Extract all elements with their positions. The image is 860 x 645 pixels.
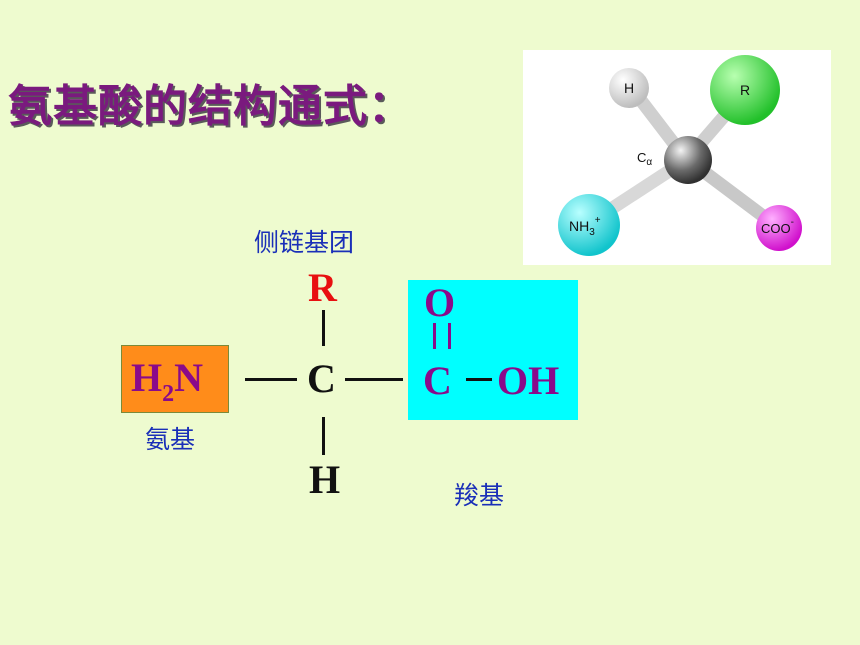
amino-group-formula: H2N bbox=[131, 355, 204, 407]
r-group: R bbox=[308, 265, 337, 310]
carboxylate-sphere bbox=[756, 205, 802, 251]
bond-c-oh bbox=[466, 378, 492, 381]
ball-stick-model: H R Cα NH3+ COO- bbox=[523, 50, 831, 265]
amino-group-box bbox=[121, 345, 229, 413]
r-group-sphere bbox=[710, 55, 780, 125]
carboxyl-group-box bbox=[408, 280, 578, 420]
bond-r-c bbox=[322, 310, 325, 346]
bond-n-c bbox=[245, 378, 297, 381]
bond-c-h bbox=[322, 417, 325, 455]
side-chain-label: 侧链基团 bbox=[254, 228, 355, 257]
double-bond-left bbox=[433, 323, 436, 349]
model-r-label: R bbox=[740, 82, 750, 98]
carboxyl-hydroxyl: OH bbox=[497, 358, 560, 403]
model-h-label: H bbox=[624, 80, 634, 96]
amino-sphere bbox=[558, 194, 620, 256]
carboxyl-label: 羧基 bbox=[454, 481, 505, 510]
amino-label: 氨基 bbox=[145, 425, 196, 454]
bond-c-carboxyl bbox=[345, 378, 403, 381]
carboxyl-oxygen: O bbox=[424, 280, 456, 325]
ball-stick-model-svg: H R Cα NH3+ COO- bbox=[558, 55, 802, 256]
model-coo-label: COO- bbox=[761, 217, 794, 236]
central-carbon: C bbox=[307, 356, 336, 401]
alpha-carbon-sphere bbox=[664, 136, 712, 184]
page-title: 氨基酸的结构通式： bbox=[8, 81, 413, 132]
hydrogen-sphere bbox=[609, 68, 649, 108]
carboxyl-carbon: C bbox=[423, 358, 452, 403]
hydrogen-atom: H bbox=[309, 457, 341, 502]
model-ca-label: Cα bbox=[637, 150, 652, 168]
model-nh3-label: NH3+ bbox=[569, 215, 601, 238]
double-bond-right bbox=[448, 323, 451, 349]
